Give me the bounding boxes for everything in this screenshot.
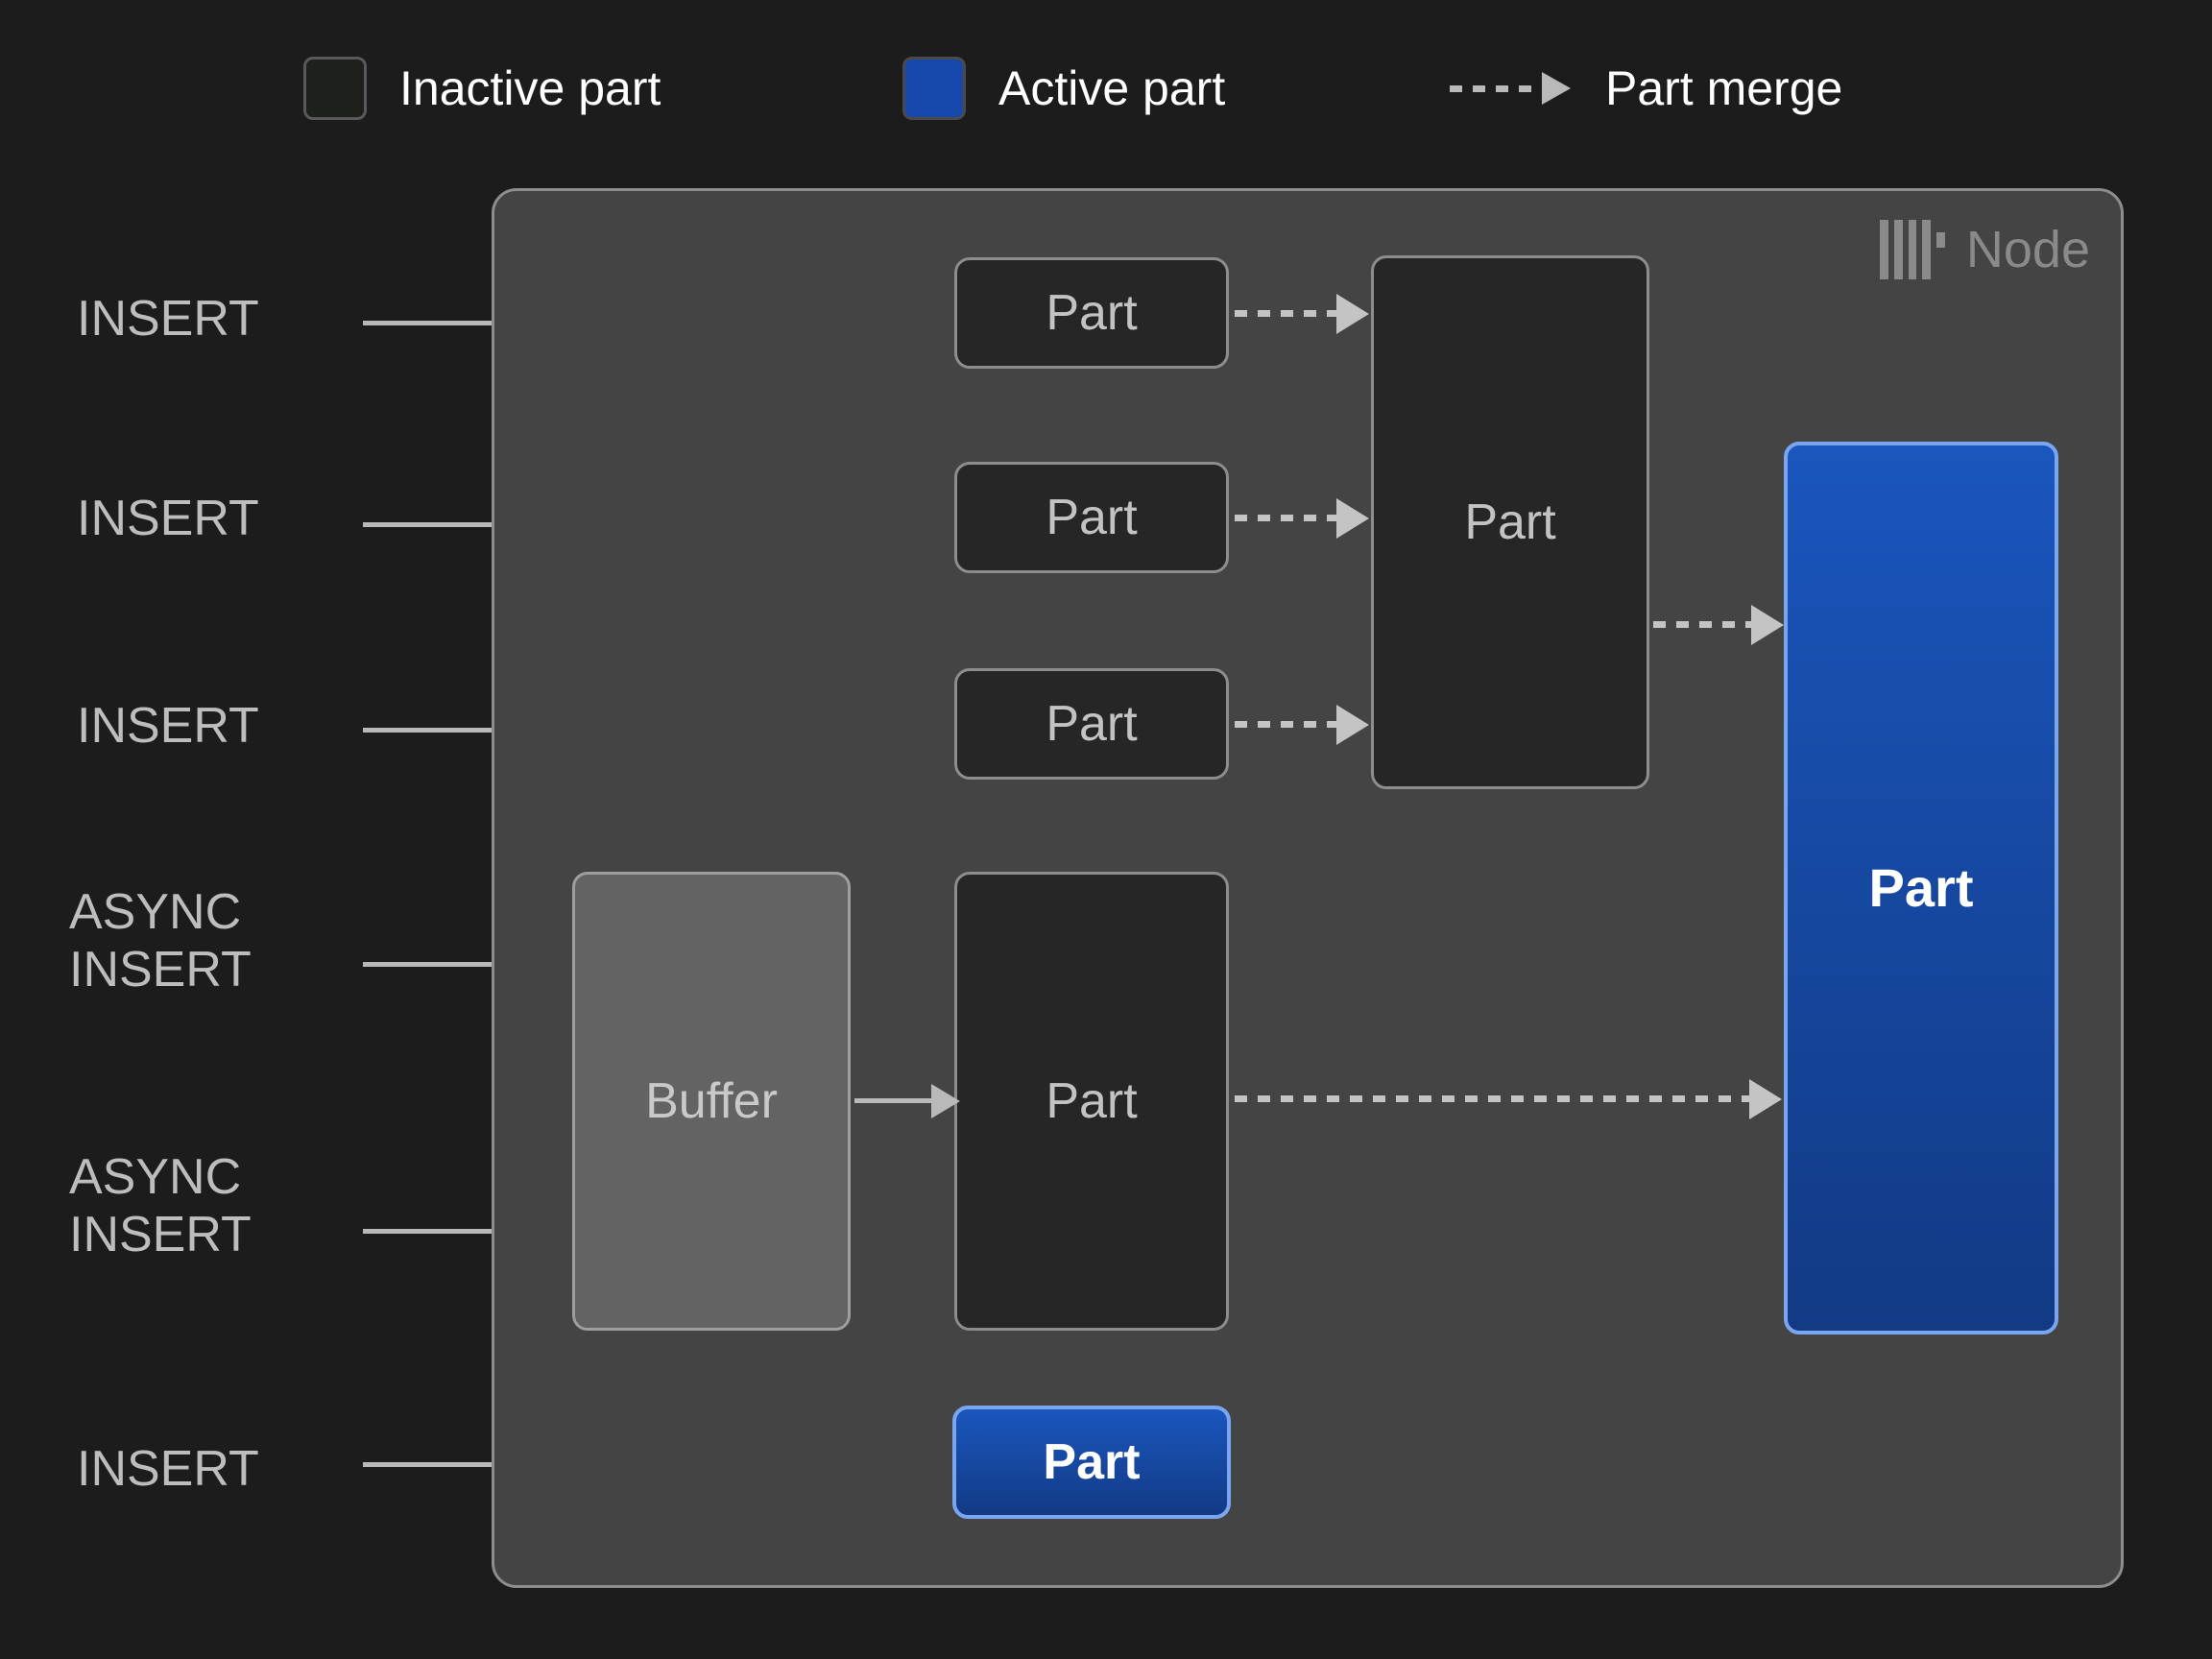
input-label-insert-2: INSERT (77, 491, 259, 546)
legend-label-active-part: Active part (998, 61, 1226, 115)
merged-part-box-label: Part (1464, 494, 1556, 550)
legend-item-inactive-part: Inactive part (303, 50, 661, 127)
arrow-buffer-to-part (854, 1084, 960, 1118)
legend-item-part-merge: Part merge (1450, 50, 1842, 127)
merge-arrow-part-3 (1235, 705, 1379, 745)
node-label: Node (1965, 221, 2090, 278)
part-box-3[interactable]: Part (954, 668, 1229, 780)
legend-item-active-part: Active part (902, 50, 1225, 127)
input-label-insert-1: INSERT (77, 291, 259, 347)
merge-arrow-part-2 (1235, 498, 1379, 539)
active-merged-part-box[interactable]: Part (1784, 442, 2058, 1334)
merge-arrow-part-1 (1235, 294, 1379, 334)
legend-label-part-merge: Part merge (1605, 61, 1843, 115)
node-badge: Node (1879, 216, 2090, 283)
input-label-async-insert-1: ASYNC INSERT (69, 884, 252, 998)
part-box-2[interactable]: Part (954, 462, 1229, 573)
part-box-1[interactable]: Part (954, 257, 1229, 369)
part-box-1-label: Part (1046, 285, 1138, 341)
buffer-box[interactable]: Buffer (572, 872, 851, 1331)
legend-label-inactive-part: Inactive part (399, 61, 661, 115)
merged-part-box[interactable]: Part (1371, 255, 1649, 789)
merge-arrow-merged-part (1653, 605, 1791, 645)
input-label-insert-4: INSERT (77, 1441, 259, 1497)
buffer-part-box-label: Part (1046, 1073, 1138, 1129)
part-box-3-label: Part (1046, 696, 1138, 752)
inactive-part-swatch (303, 57, 367, 120)
buffer-box-label: Buffer (645, 1073, 778, 1129)
legend: Inactive part Active part Part merge (0, 50, 2212, 127)
clickhouse-logo-icon (1879, 220, 1945, 279)
buffer-part-box[interactable]: Part (954, 872, 1229, 1331)
active-merged-part-box-label: Part (1868, 857, 1974, 918)
active-inserted-part-box[interactable]: Part (952, 1406, 1231, 1519)
active-part-swatch (902, 57, 966, 120)
dashed-arrow-icon (1450, 72, 1573, 105)
input-label-async-insert-2: ASYNC INSERT (69, 1149, 252, 1262)
input-label-insert-3: INSERT (77, 698, 259, 754)
part-box-2-label: Part (1046, 490, 1138, 545)
merge-arrow-buffer-part (1235, 1079, 1791, 1119)
active-inserted-part-box-label: Part (1043, 1434, 1141, 1490)
